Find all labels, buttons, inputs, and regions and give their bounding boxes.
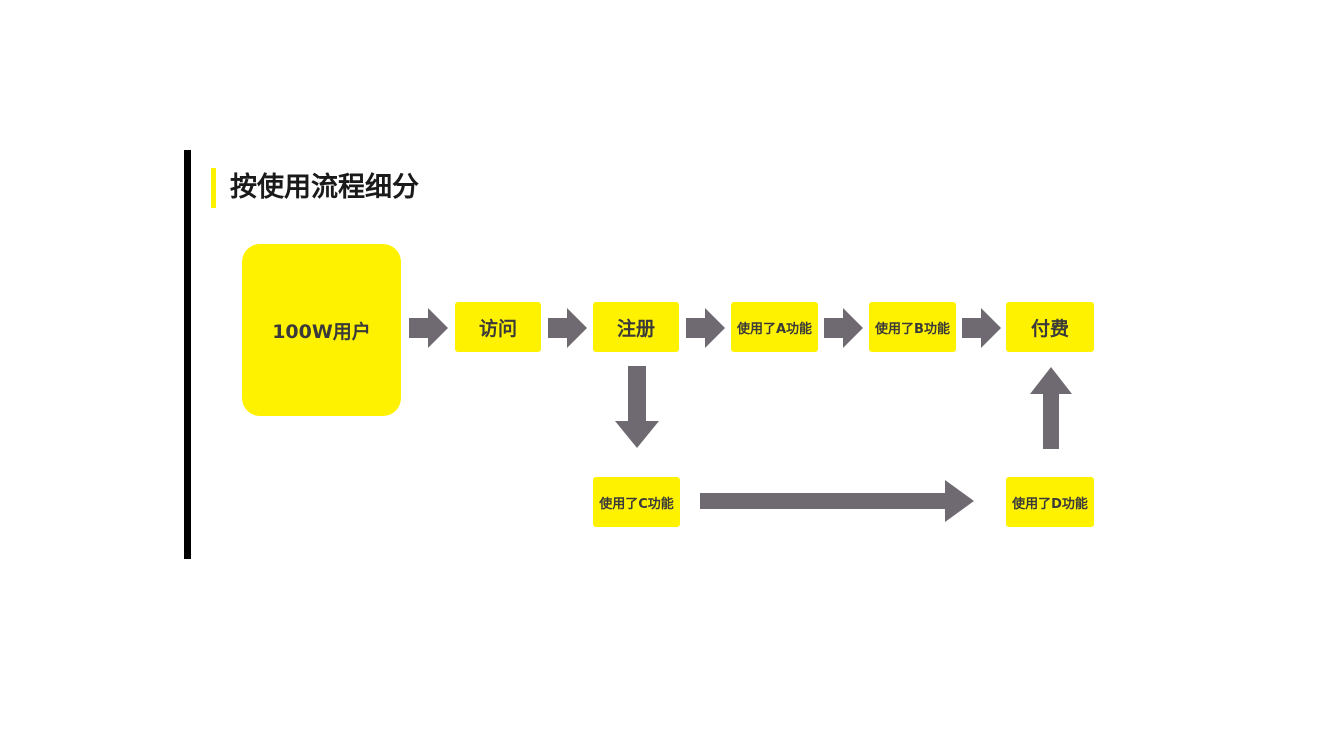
left-vertical-rule bbox=[184, 150, 191, 559]
node-feature-c: 使用了C功能 bbox=[593, 477, 680, 527]
node-feature-b: 使用了B功能 bbox=[869, 302, 956, 352]
node-feature-d: 使用了D功能 bbox=[1006, 477, 1094, 527]
node-visit-label: 访问 bbox=[478, 317, 517, 340]
node-feature-c-label: 使用了C功能 bbox=[599, 496, 674, 512]
arrow-register-to-feature-a bbox=[686, 308, 725, 348]
node-feature-a: 使用了A功能 bbox=[731, 302, 818, 352]
node-feature-a-label: 使用了A功能 bbox=[736, 321, 813, 337]
node-pay: 付费 bbox=[1006, 302, 1094, 352]
arrow-feature-a-to-feature-b bbox=[824, 308, 863, 348]
arrow-feature-b-to-pay bbox=[962, 308, 1001, 348]
node-register: 注册 bbox=[593, 302, 679, 352]
arrow-feature-c-to-feature-d bbox=[700, 480, 974, 522]
page-title: 按使用流程细分 bbox=[230, 172, 419, 203]
title-accent-bar bbox=[211, 168, 216, 208]
node-feature-d-label: 使用了D功能 bbox=[1012, 496, 1088, 512]
arrow-visit-to-register bbox=[548, 308, 587, 348]
node-users: 100W用户 bbox=[242, 244, 401, 416]
arrow-register-to-feature-c bbox=[615, 366, 659, 448]
node-users-label: 100W用户 bbox=[272, 320, 371, 343]
node-feature-b-label: 使用了B功能 bbox=[875, 321, 950, 337]
arrow-users-to-visit bbox=[409, 308, 448, 348]
node-register-label: 注册 bbox=[616, 317, 655, 340]
node-visit: 访问 bbox=[455, 302, 541, 352]
node-pay-label: 付费 bbox=[1030, 317, 1069, 340]
arrow-feature-d-to-pay bbox=[1030, 367, 1072, 449]
